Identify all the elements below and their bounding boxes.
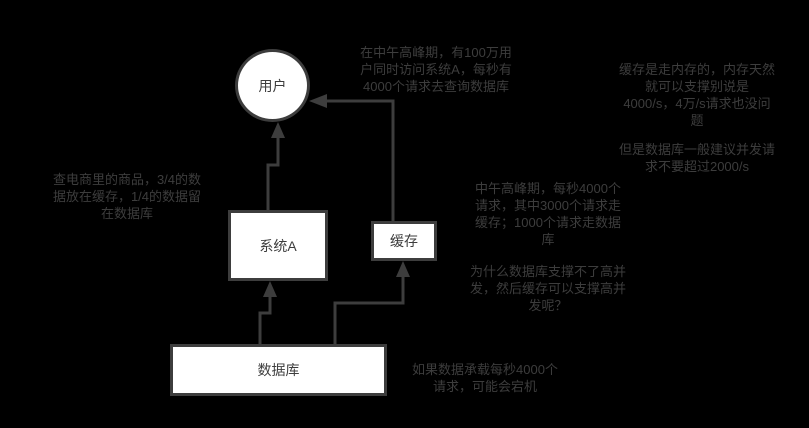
note-request-split: 中午高峰期，每秒4000个 请求，其中3000个请求走 缓存；1000个请求走数…	[475, 181, 621, 247]
node-database: 数据库	[170, 344, 387, 396]
node-user-label: 用户	[258, 77, 287, 94]
node-system-a: 系统A	[228, 210, 328, 281]
node-cache-label: 缓存	[390, 233, 418, 249]
note-peak-overview: 在中午高峰期，有100万用 户同时访问系统A，每秒有 4000个请求去查询数据库	[360, 45, 512, 94]
node-cache: 缓存	[371, 221, 437, 261]
note-db-limit: 但是数据库一般建议并发请 求不要超过2000/s	[618, 142, 775, 174]
arrow-database-to-system-a	[258, 281, 277, 344]
note-crash-warning: 如果数据承载每秒4000个 请求，可能会宕机	[412, 362, 558, 394]
arrow-system-a-to-user	[266, 122, 285, 210]
arrow-cache-to-user	[309, 94, 395, 221]
note-data-split: 查电商里的商品，3/4的数 据放在缓存，1/4的数据留 在数据库	[52, 172, 202, 221]
arrow-database-to-cache	[333, 261, 410, 344]
note-why-question: 为什么数据库支撑不了高并 发，然后缓存可以支撑高并 发呢？	[469, 264, 626, 313]
note-cache-memory: 缓存是走内存的，内存天然 就可以支撑别说是 4000/s，4万/s请求也没问 题	[618, 62, 775, 128]
node-system-a-label: 系统A	[259, 237, 297, 254]
node-database-label: 数据库	[257, 362, 300, 378]
node-user: 用户	[235, 49, 310, 122]
